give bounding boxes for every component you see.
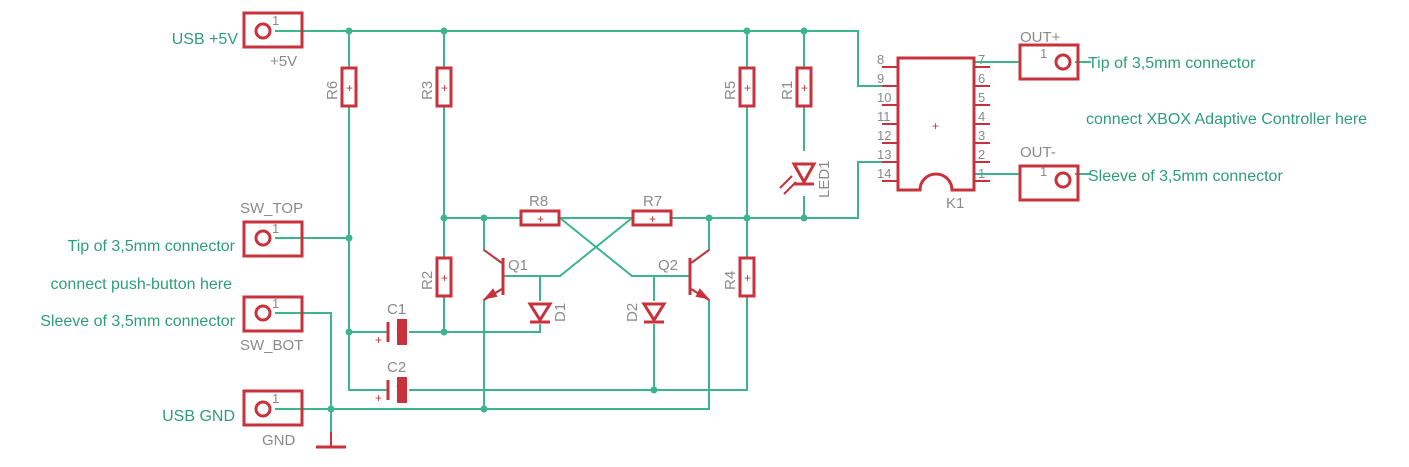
svg-text:+: + xyxy=(441,81,448,95)
connector-name-sw-bot: SW_BOT xyxy=(240,337,303,354)
diode-d2[interactable]: D2 xyxy=(624,302,667,324)
resistor-r5[interactable]: + R5 xyxy=(722,66,756,108)
relay-pin-9: 9 xyxy=(877,71,884,86)
connector-name-sw-top: SW_TOP xyxy=(240,200,303,217)
net-label-usb-gnd: USB GND xyxy=(162,408,235,425)
svg-text:+: + xyxy=(649,212,656,226)
connector-name-out-minus: OUT- xyxy=(1020,144,1056,161)
net-label-out-minus: Sleeve of 3,5mm connector xyxy=(1088,168,1283,185)
ground-symbol xyxy=(316,432,346,449)
transistor-label: Q2 xyxy=(658,257,678,274)
diode-label: D1 xyxy=(552,303,569,322)
resistor-r4[interactable]: + R4 xyxy=(722,256,756,298)
svg-text:+: + xyxy=(396,379,403,393)
resistor-label: R8 xyxy=(529,193,548,210)
note-push-button: connect push-button here xyxy=(51,276,233,293)
relay-pin-11: 11 xyxy=(877,109,891,124)
relay-pin-3: 3 xyxy=(978,128,985,143)
svg-text:+: + xyxy=(441,271,448,285)
relay-pin-1: 1 xyxy=(978,166,985,181)
connector-sw-top[interactable]: 1 SW_TOP Tip of 3,5mm connector xyxy=(68,200,304,258)
svg-text:+: + xyxy=(801,81,808,95)
net-label-usb-5v: USB +5V xyxy=(172,31,239,48)
relay-pin-5: 5 xyxy=(978,90,985,105)
connector-out-minus[interactable]: 1 OUT- Sleeve of 3,5mm connector xyxy=(1018,144,1283,202)
relay-pin-7: 7 xyxy=(978,52,985,67)
svg-text:+: + xyxy=(396,321,403,335)
resistor-r8[interactable]: + R8 xyxy=(519,193,561,227)
junction-dots xyxy=(327,27,808,413)
svg-text:+: + xyxy=(744,271,751,285)
transistor-q2[interactable]: Q2 xyxy=(658,249,710,301)
relay-pin-6: 6 xyxy=(978,71,985,86)
resistor-r7[interactable]: + R7 xyxy=(631,193,673,227)
note-xbox: connect XBOX Adaptive Controller here xyxy=(1086,111,1367,128)
relay-pin-14: 14 xyxy=(877,166,891,181)
connector-usb-5v[interactable]: 1 USB +5V +5V xyxy=(172,11,304,70)
relay-pin-12: 12 xyxy=(877,128,891,143)
net-label-sw-bot: Sleeve of 3,5mm connector xyxy=(40,313,235,330)
diode-d1[interactable]: D1 xyxy=(527,302,569,324)
connector-out-plus[interactable]: 1 OUT+ Tip of 3,5mm connector xyxy=(1018,29,1256,81)
net-label-sw-top: Tip of 3,5mm connector xyxy=(68,238,236,255)
connector-sw-bot[interactable]: 1 Sleeve of 3,5mm connector SW_BOT xyxy=(40,295,304,354)
relay-label: K1 xyxy=(946,195,964,212)
relay-pin-13: 13 xyxy=(877,147,891,162)
connector-name-5v: +5V xyxy=(270,53,297,70)
net-label-out-plus: Tip of 3,5mm connector xyxy=(1088,55,1256,72)
resistor-r2[interactable]: + R2 xyxy=(419,256,453,298)
transistor-q1[interactable]: Q1 xyxy=(483,249,528,301)
svg-text:+: + xyxy=(346,81,353,95)
pin-number: 1 xyxy=(272,296,279,311)
relay-k1[interactable]: + 8 9 10 11 12 13 14 7 6 5 4 3 2 1 K1 xyxy=(877,52,990,212)
pin-number: 1 xyxy=(272,391,279,406)
led-led1[interactable]: LED1 xyxy=(779,160,833,198)
svg-text:+: + xyxy=(744,81,751,95)
resistor-label: R7 xyxy=(643,193,662,210)
pin-number: 1 xyxy=(272,221,279,236)
relay-pin-8: 8 xyxy=(877,52,884,67)
relay-pin-10: 10 xyxy=(877,90,891,105)
resistor-r1[interactable]: + R1 xyxy=(779,66,813,108)
capacitor-label: C1 xyxy=(387,301,406,318)
relay-pin-4: 4 xyxy=(978,109,985,124)
connector-usb-gnd[interactable]: 1 USB GND GND xyxy=(162,389,304,449)
resistor-label: R3 xyxy=(419,81,436,100)
resistor-label: R5 xyxy=(722,81,739,100)
resistor-r6[interactable]: + R6 xyxy=(324,66,358,108)
svg-text:+: + xyxy=(375,391,382,405)
connector-name-gnd: GND xyxy=(262,432,296,449)
resistor-r3[interactable]: + R3 xyxy=(419,66,453,108)
svg-text:+: + xyxy=(375,333,382,347)
svg-text:+: + xyxy=(932,119,939,133)
resistor-label: R2 xyxy=(419,271,436,290)
resistor-label: R6 xyxy=(324,81,341,100)
connector-name-out-plus: OUT+ xyxy=(1020,29,1061,46)
capacitor-c2[interactable]: + + C2 xyxy=(375,359,407,405)
resistor-label: R4 xyxy=(722,271,739,290)
relay-pin-2: 2 xyxy=(978,147,985,162)
pin-number: 1 xyxy=(1040,164,1047,179)
pin-number: 1 xyxy=(1040,46,1047,61)
led-label: LED1 xyxy=(816,160,833,198)
resistor-label: R1 xyxy=(779,81,796,100)
capacitor-label: C2 xyxy=(387,359,406,376)
pin-number: 1 xyxy=(272,13,279,28)
transistor-label: Q1 xyxy=(508,257,528,274)
capacitor-c1[interactable]: + + C1 xyxy=(375,301,407,347)
diode-label: D2 xyxy=(624,303,641,322)
svg-text:+: + xyxy=(537,212,544,226)
